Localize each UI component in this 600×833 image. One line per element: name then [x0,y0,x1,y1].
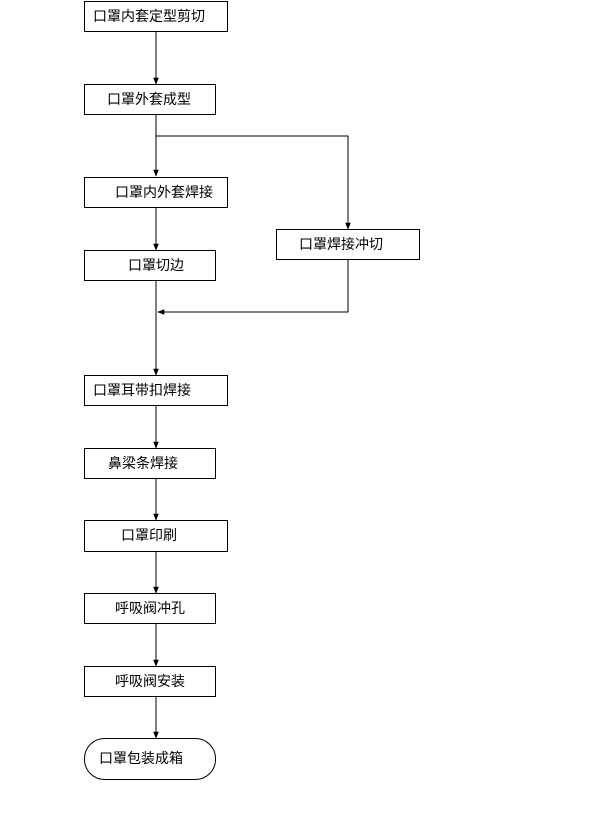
node-label: 口罩内套定型剪切 [93,9,205,25]
node-ear-loop-buckle-welding: 口罩耳带扣焊接 [84,375,228,406]
edges [153,32,351,739]
node-mask-edge-trim: 口罩切边 [84,250,216,281]
node-inner-outer-welding: 口罩内外套焊接 [84,177,228,208]
nodes: 口罩内套定型剪切 口罩外套成型 口罩内外套焊接 口罩焊接冲切 口罩切边 口罩耳带… [84,1,420,780]
node-label: 口罩切边 [128,258,184,274]
node-mask-printing: 口罩印刷 [84,520,228,552]
node-valve-installation: 呼吸阀安装 [84,666,216,697]
node-label: 口罩内外套焊接 [115,184,213,201]
node-label: 鼻梁条焊接 [108,455,178,472]
node-outer-mask-forming: 口罩外套成型 [84,84,216,115]
node-inner-mask-shaping-cutting: 口罩内套定型剪切 [84,1,228,32]
node-label: 呼吸阀冲孔 [115,601,185,617]
node-mask-packing-boxing: 口罩包装成箱 [84,738,216,780]
node-weld-punch-cut: 口罩焊接冲切 [276,229,420,260]
node-label: 口罩耳带扣焊接 [93,382,191,399]
node-label: 口罩包装成箱 [99,751,183,767]
edge-n4-merge [157,260,349,315]
node-label: 口罩印刷 [121,528,177,544]
node-nose-bridge-welding: 鼻梁条焊接 [84,448,216,479]
edge-n2-n4 [156,135,351,230]
node-label: 口罩焊接冲切 [299,236,383,253]
node-label: 口罩外套成型 [107,92,191,108]
node-valve-hole-punching: 呼吸阀冲孔 [84,593,216,624]
node-label: 呼吸阀安装 [115,674,185,690]
